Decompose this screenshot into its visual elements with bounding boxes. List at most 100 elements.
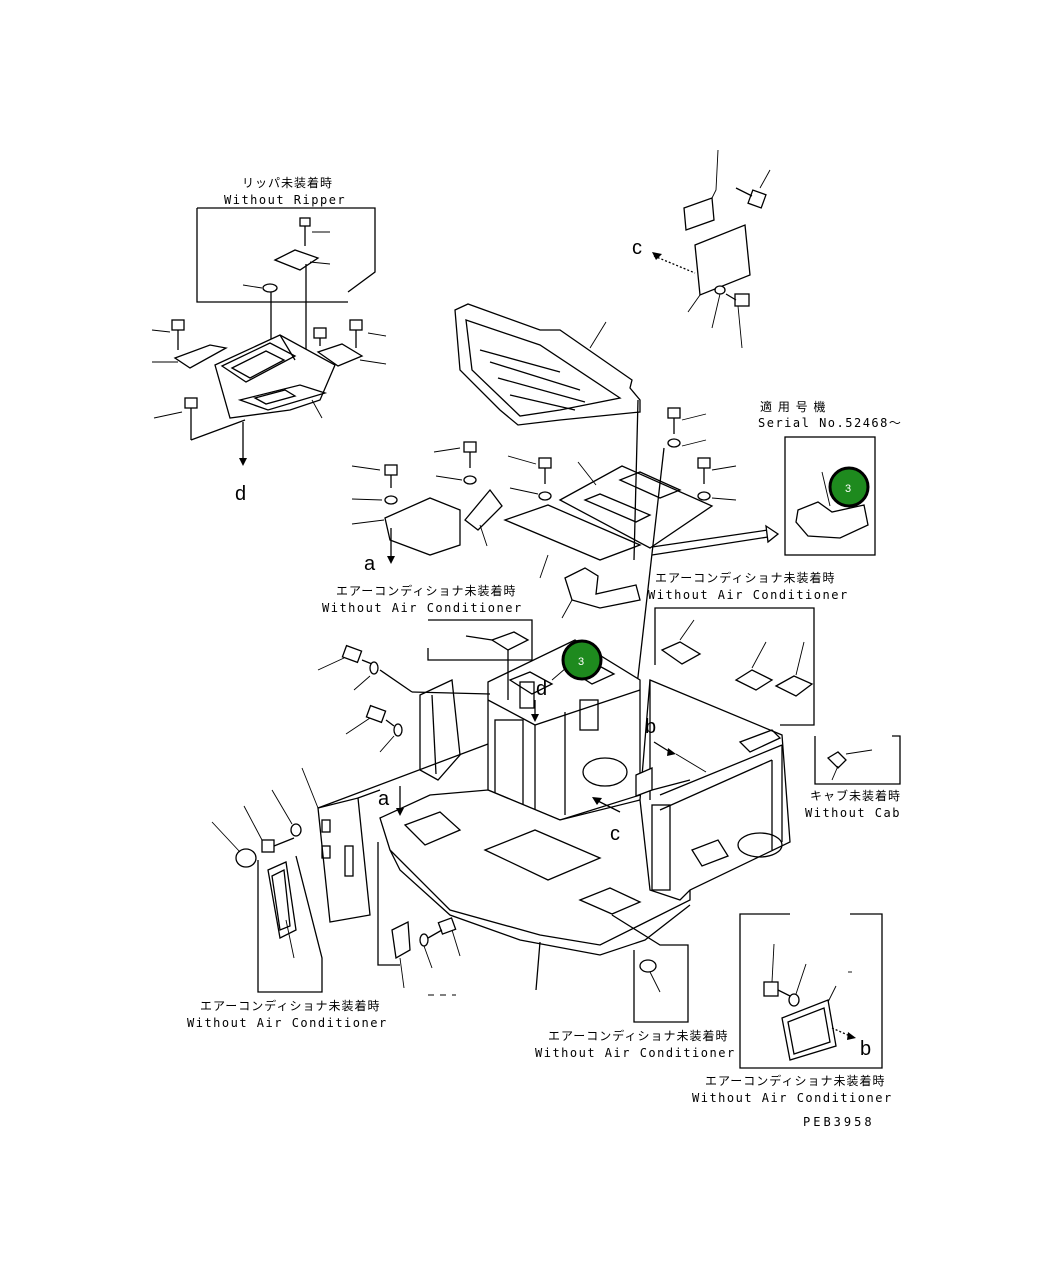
serial-no-callout: 適 用 号 機 Serial No.52468～ 3 bbox=[651, 399, 902, 556]
triangle-plate bbox=[464, 488, 503, 531]
nut bbox=[313, 327, 327, 346]
ref-label-a-top: a bbox=[364, 553, 376, 575]
without-ac-3-label-jp: エアーコンディショナ未装着時 bbox=[200, 998, 380, 1013]
cab-floor-plate bbox=[558, 465, 714, 549]
side-plate bbox=[173, 344, 228, 369]
without-ac-5-frame bbox=[739, 913, 883, 1069]
duct bbox=[267, 861, 297, 939]
small-cover bbox=[683, 197, 715, 231]
without-ripper-label-en: Without Ripper bbox=[224, 193, 346, 207]
without-ac-4-frame bbox=[611, 914, 689, 1023]
pad bbox=[774, 675, 814, 697]
cap bbox=[639, 959, 657, 973]
washer bbox=[384, 495, 398, 505]
washer bbox=[697, 491, 711, 501]
floor-frame-assembly bbox=[214, 334, 336, 419]
without-ac-2-label-en: Without Air Conditioner bbox=[648, 588, 849, 602]
side-plate-right bbox=[316, 343, 364, 367]
drawing-number: PEB3958 bbox=[803, 1115, 875, 1129]
without-ac-4-label-en: Without Air Conditioner bbox=[535, 1046, 736, 1060]
bolt bbox=[735, 169, 771, 209]
floor-plate bbox=[503, 504, 642, 561]
without-ripper-group: リッパ未装着時 Without Ripper bbox=[151, 175, 387, 505]
ref-label-b-center: b bbox=[645, 716, 656, 738]
bottom-center-group: エアーコンディショナ未装着時 Without Air Conditioner bbox=[535, 914, 736, 1060]
bottom-right-group: b エアーコンディショナ未装着時 Without Air Conditioner bbox=[692, 913, 893, 1105]
ref-label-b-bottom: b bbox=[860, 1038, 871, 1060]
bolt bbox=[351, 464, 398, 488]
washer bbox=[667, 438, 681, 448]
clip bbox=[391, 920, 411, 960]
serial-detail-frame bbox=[784, 436, 876, 556]
panel-c-group: c bbox=[632, 149, 771, 349]
bolt bbox=[667, 407, 707, 434]
bolt bbox=[433, 441, 477, 468]
washer bbox=[538, 491, 552, 501]
item-badge-3-center: 3 bbox=[561, 639, 603, 681]
bolt bbox=[151, 319, 185, 350]
washer bbox=[419, 933, 429, 947]
cap bbox=[826, 751, 847, 769]
ref-label-a-bottom: a bbox=[378, 788, 390, 810]
serial-label-en: Serial No.52468～ bbox=[758, 416, 902, 430]
cap bbox=[235, 848, 257, 868]
without-ripper-label-jp: リッパ未装着時 bbox=[242, 175, 333, 190]
main-frame: 3 d b bbox=[317, 607, 815, 991]
without-ac-3-frame bbox=[257, 855, 323, 993]
filter bbox=[490, 631, 530, 651]
round-cover-plate bbox=[384, 497, 461, 556]
without-ripper-frame bbox=[196, 208, 348, 303]
without-cab-label-jp: キャブ未装着時 bbox=[810, 788, 901, 803]
washer bbox=[290, 823, 302, 837]
without-cab-label-en: Without Cab bbox=[805, 806, 901, 820]
side-cover bbox=[317, 797, 371, 923]
item-badge-3: 3 bbox=[828, 466, 870, 508]
washer bbox=[463, 475, 477, 485]
bolt bbox=[725, 293, 750, 349]
center-plate-group: a エアーコンディショナ未装着時 Without Air Conditioner bbox=[322, 441, 523, 615]
left-lower-group: エアーコンディショナ未装着時 Without Air Conditioner bbox=[187, 743, 489, 1030]
cover-plate bbox=[273, 249, 320, 271]
bolt bbox=[243, 805, 295, 853]
svg-text:3: 3 bbox=[845, 483, 851, 495]
ref-label-c-top: c bbox=[632, 237, 642, 259]
washer bbox=[714, 285, 726, 295]
bolt bbox=[697, 457, 737, 484]
bolt bbox=[317, 644, 373, 671]
serial-label-jp: 適 用 号 機 bbox=[760, 399, 826, 414]
bolt bbox=[507, 455, 552, 484]
bolt bbox=[427, 917, 461, 957]
without-cab-frame bbox=[814, 735, 901, 785]
bolt bbox=[153, 397, 198, 440]
bolt bbox=[299, 217, 311, 227]
pad bbox=[734, 669, 774, 691]
ref-label-d: d bbox=[235, 483, 246, 505]
without-ac-2-label-jp: エアーコンディショナ未装着時 bbox=[655, 570, 835, 585]
washer bbox=[393, 723, 403, 737]
without-cab-group: キャブ未装着時 Without Cab bbox=[805, 735, 901, 820]
base-floor bbox=[379, 789, 691, 946]
without-ac-4-label-jp: エアーコンディショナ未装着時 bbox=[548, 1028, 728, 1043]
plug bbox=[262, 283, 278, 293]
without-ac-1-label-jp: エアーコンディショナ未装着時 bbox=[336, 583, 516, 598]
bolt bbox=[763, 943, 791, 997]
bracket bbox=[564, 567, 641, 609]
washer bbox=[788, 993, 800, 1007]
side-panel bbox=[419, 679, 461, 781]
bracket bbox=[795, 501, 869, 539]
without-ac-1-label-en: Without Air Conditioner bbox=[322, 601, 523, 615]
ref-label-d-center: d bbox=[536, 678, 547, 700]
cab-side-frame bbox=[639, 679, 791, 901]
bolt bbox=[345, 704, 395, 735]
bolt bbox=[349, 319, 387, 348]
ref-label-c-bottom: c bbox=[610, 823, 620, 845]
without-ac-5-label-en: Without Air Conditioner bbox=[692, 1091, 893, 1105]
pad bbox=[660, 641, 702, 665]
washer bbox=[369, 661, 379, 675]
floor-plate-group: エアーコンディショナ未装着時 Without Air Conditioner bbox=[503, 399, 849, 801]
access-cover-panel bbox=[694, 224, 751, 296]
roof-cover bbox=[454, 303, 641, 426]
without-ac-5-label-jp: エアーコンディショナ未装着時 bbox=[705, 1073, 885, 1088]
